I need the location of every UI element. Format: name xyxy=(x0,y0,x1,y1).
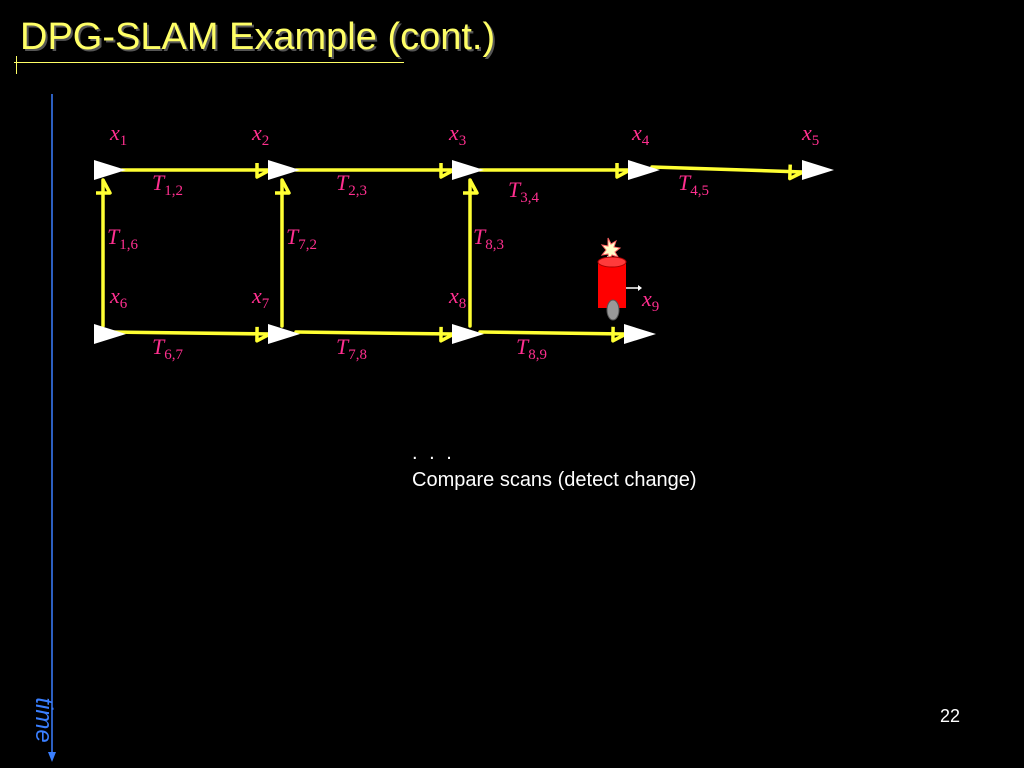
edge-label-T67: T6,7 xyxy=(152,334,184,363)
node-label-x2: x2 xyxy=(251,120,269,149)
robot-wheel xyxy=(606,299,620,321)
edge-arrowhead-T23 xyxy=(439,163,455,179)
node-label-x8: x8 xyxy=(448,283,466,312)
edge-arrowhead-T78 xyxy=(439,326,455,343)
node-label-x1: x1 xyxy=(109,120,127,149)
page-number: 22 xyxy=(940,706,961,726)
pose-node-x4 xyxy=(628,160,660,180)
node-labels: x1 x2 x3 x4 x5 x6 x7 x8 x9 xyxy=(109,120,819,315)
edge-label-T78: T7,8 xyxy=(336,334,367,363)
robot-body-top xyxy=(597,256,627,268)
edge-arrowhead-T12 xyxy=(255,163,271,179)
robot-heading-arrowhead xyxy=(638,285,642,291)
node-label-x3: x3 xyxy=(448,120,466,149)
pose-node-x2 xyxy=(268,160,300,180)
slide-title: DPG-SLAM Example (cont.) xyxy=(20,16,496,58)
node-label-x7: x7 xyxy=(251,283,270,312)
edge-arrowhead-T45 xyxy=(788,164,804,181)
edge-arrowhead-T16 xyxy=(96,179,112,195)
node-label-x5: x5 xyxy=(801,120,819,149)
edge-T89 xyxy=(478,330,628,336)
edge-T45 xyxy=(650,165,805,174)
edge-label-T89: T8,9 xyxy=(516,334,547,363)
edges-layer xyxy=(96,163,805,343)
edge-label-T16: T1,6 xyxy=(107,224,139,253)
edge-T78 xyxy=(294,330,456,336)
title-underline xyxy=(14,62,404,63)
edge-labels: T1,2 T2,3 T3,4 T4,5T1,6 T7,2 T8,3T6,7 T7,8 T8,9 xyxy=(107,170,709,363)
time-axis: time xyxy=(30,94,57,762)
pose-node-x6 xyxy=(94,324,126,344)
robot-sensor-spark-icon xyxy=(600,237,622,262)
pose-node-x7 xyxy=(268,324,300,344)
edge-label-T45: T4,5 xyxy=(678,170,709,199)
edge-arrowhead-T83 xyxy=(463,179,479,195)
note-text: Compare scans (detect change) xyxy=(412,469,697,491)
edge-arrowhead-T89 xyxy=(611,326,627,343)
time-axis-arrowhead xyxy=(48,752,56,762)
pose-node-x5 xyxy=(802,160,834,180)
node-label-x6: x6 xyxy=(109,283,128,312)
time-axis-label: time xyxy=(30,697,57,742)
robot-icon xyxy=(597,237,642,321)
edge-T67 xyxy=(108,330,272,336)
edge-label-T83: T8,3 xyxy=(473,224,504,253)
title-tick xyxy=(16,56,17,74)
edge-label-T12: T1,2 xyxy=(152,170,183,199)
pose-node-x8 xyxy=(452,324,484,344)
node-label-x4: x4 xyxy=(631,120,650,149)
pose-node-x1 xyxy=(94,160,126,180)
pose-node-x9 xyxy=(624,324,656,344)
edge-label-T23: T2,3 xyxy=(336,170,367,199)
edge-label-T72: T7,2 xyxy=(286,224,317,253)
edge-label-T34: T3,4 xyxy=(508,177,540,206)
node-label-x9: x9 xyxy=(641,286,659,315)
edge-arrowhead-T67 xyxy=(255,326,271,343)
ellipsis-text: . . . xyxy=(412,442,455,464)
nodes-layer xyxy=(94,160,834,344)
pose-node-x3 xyxy=(452,160,484,180)
edge-arrowhead-T72 xyxy=(275,179,291,195)
edge-arrowhead-T34 xyxy=(615,163,631,179)
